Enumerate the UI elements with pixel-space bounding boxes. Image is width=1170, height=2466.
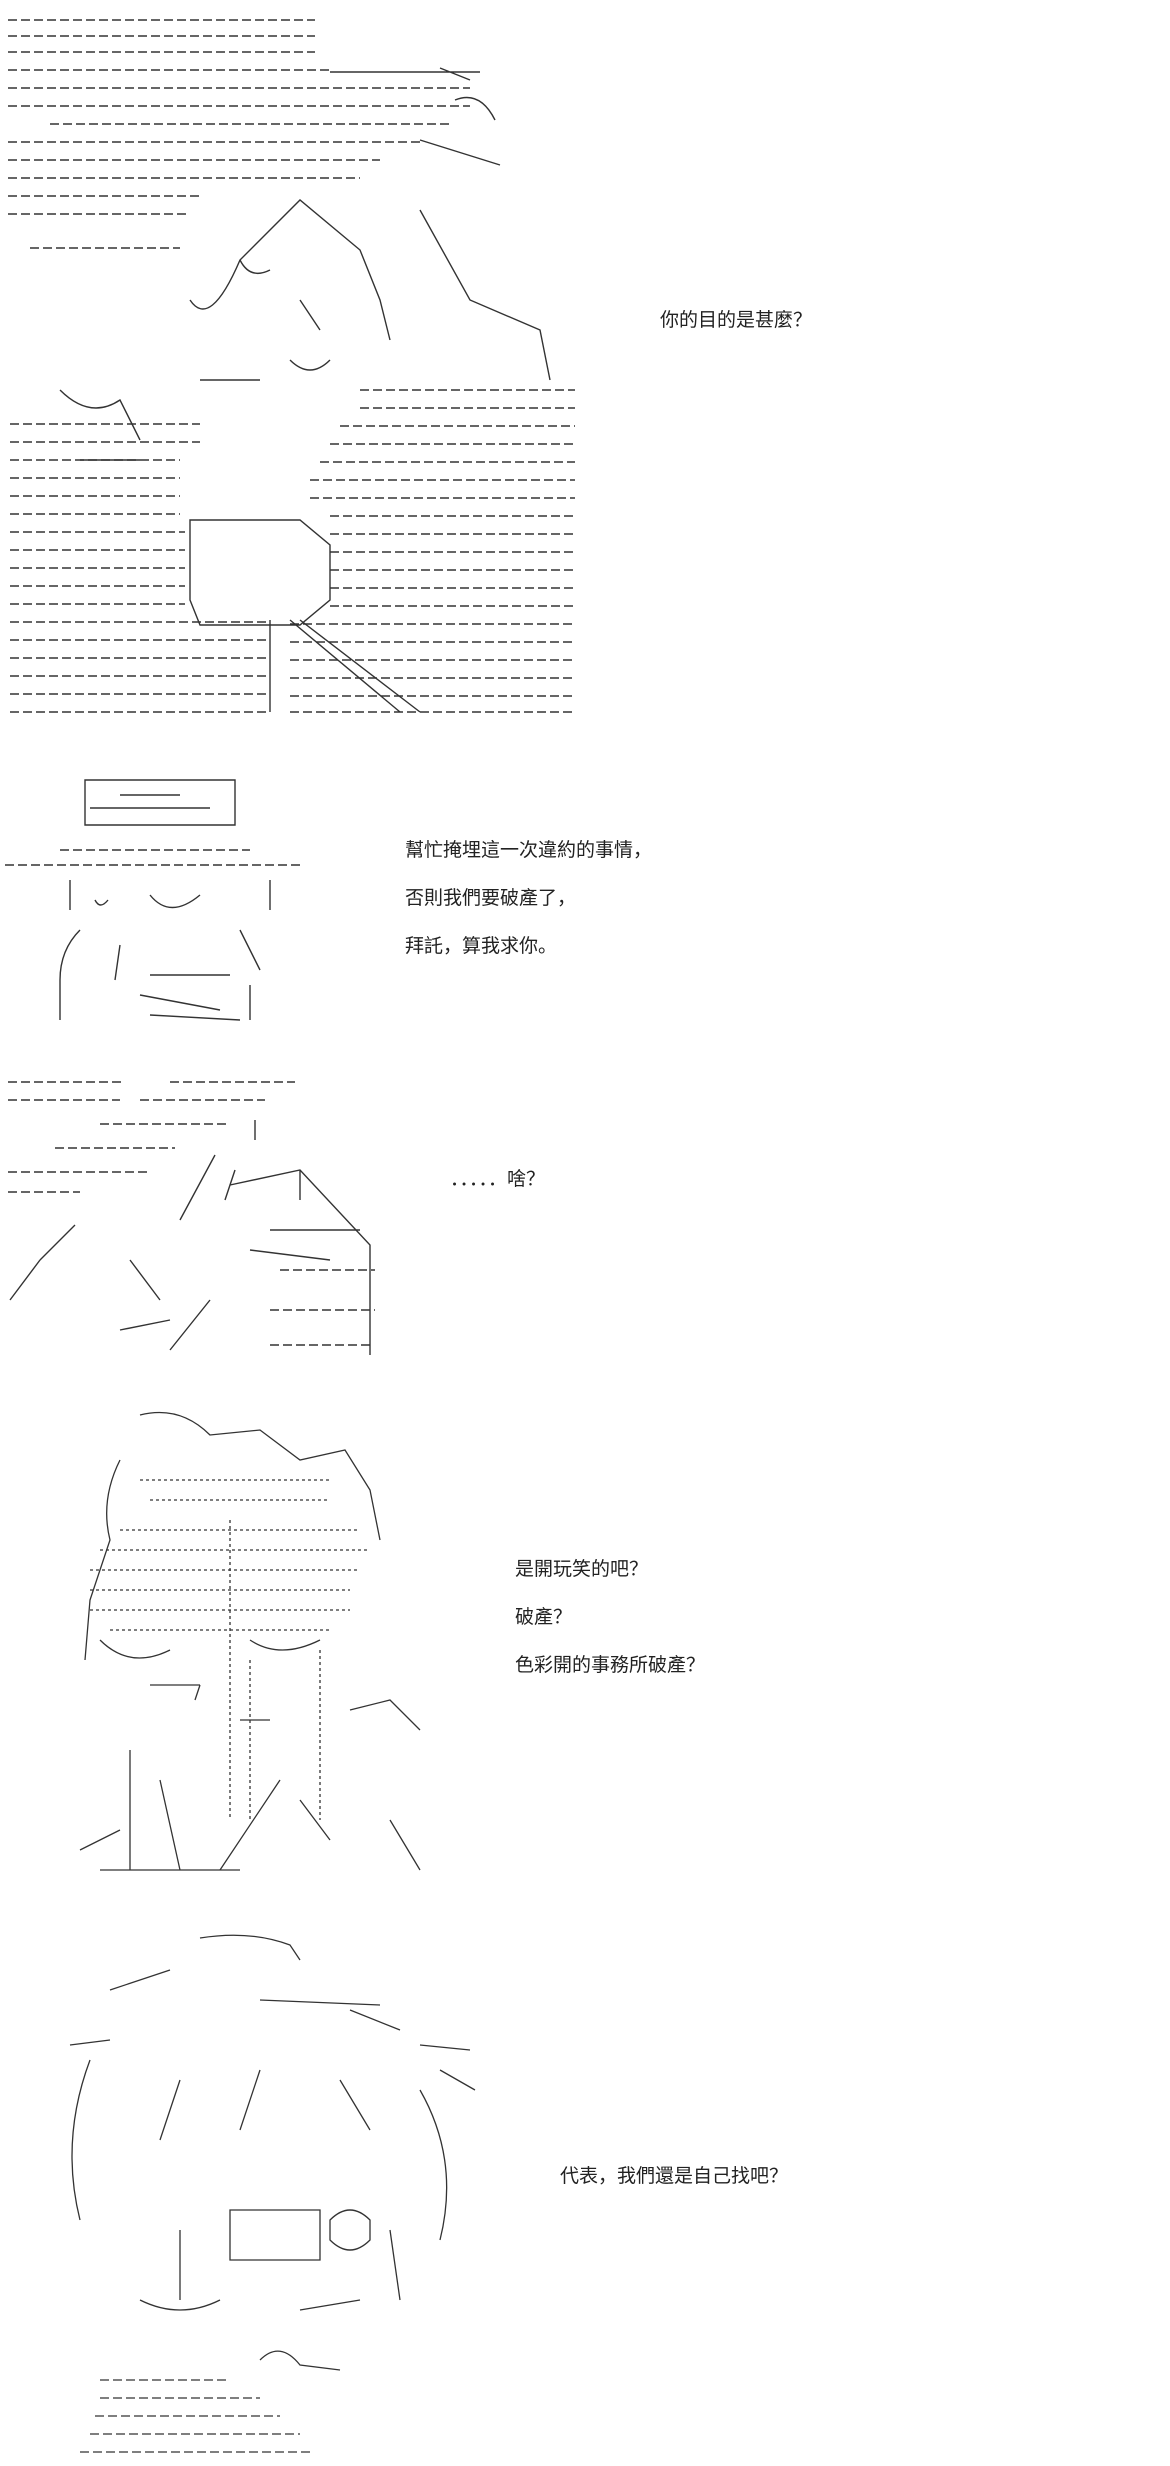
dialog-line: 是開玩笑的吧？ bbox=[515, 1558, 649, 1580]
panel-1: 你的目的是甚麼？ bbox=[0, 0, 1170, 730]
dialog-line: 破產？ bbox=[515, 1606, 573, 1628]
dialog-text: ．．．．．啥？ bbox=[450, 1155, 545, 1203]
ascii-art-figure-1 bbox=[0, 0, 580, 730]
panel-4: 是開玩笑的吧？ 破產？ 色彩開的事務所破產？ bbox=[0, 1400, 1170, 1900]
ascii-art-figure-5 bbox=[0, 1920, 490, 2466]
dialog-line: 代表，我們還是自己找吧？ bbox=[560, 2165, 789, 2187]
panel-5: 代表，我們還是自己找吧？ bbox=[0, 1920, 1170, 2466]
dialog-line: 否則我們要破產了， bbox=[405, 887, 577, 909]
ascii-art-figure-4 bbox=[0, 1400, 440, 1900]
dialog-text: 是開玩笑的吧？ 破產？ 色彩開的事務所破產？ bbox=[515, 1545, 705, 1689]
dialog-text: 代表，我們還是自己找吧？ bbox=[560, 2152, 788, 2200]
dialog-text: 幫忙掩埋這一次違約的事情， 否則我們要破產了， 拜託，算我求你。 bbox=[405, 826, 652, 970]
ascii-art-figure-3 bbox=[0, 1060, 390, 1360]
panel-3: ．．．．．啥？ bbox=[0, 1060, 1170, 1360]
dialog-line: 幫忙掩埋這一次違約的事情， bbox=[405, 839, 653, 861]
dialog-line: ．．．．．啥？ bbox=[450, 1168, 546, 1190]
dialog-line: 你的目的是甚麼？ bbox=[660, 309, 813, 331]
panel-2: 幫忙掩埋這一次違約的事情， 否則我們要破產了， 拜託，算我求你。 bbox=[0, 770, 1170, 1040]
dialog-text: 你的目的是甚麼？ bbox=[660, 296, 812, 344]
dialog-line: 色彩開的事務所破產？ bbox=[515, 1654, 706, 1676]
ascii-art-figure-2 bbox=[0, 770, 340, 1040]
dialog-line: 拜託，算我求你。 bbox=[405, 935, 558, 957]
